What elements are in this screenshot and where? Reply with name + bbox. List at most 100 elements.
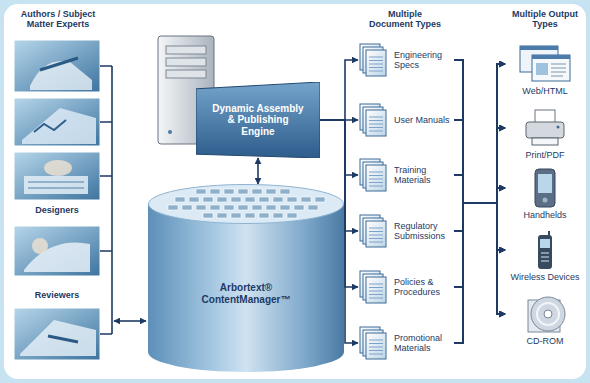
printer-body xyxy=(526,122,564,138)
document-text-line xyxy=(369,242,383,243)
document-text-line xyxy=(369,231,383,232)
authors-bracket xyxy=(114,320,146,322)
cd-disc xyxy=(531,297,565,331)
document-type: Training Materials xyxy=(358,158,454,192)
stored-item xyxy=(217,213,227,218)
node-label: Web/HTML xyxy=(505,86,585,96)
phone-keys xyxy=(541,253,549,261)
role-label: Reviewers xyxy=(14,290,100,300)
cylinder-bottom xyxy=(148,332,344,372)
column-heading: Authors / Subject Matter Experts xyxy=(10,9,106,30)
document-text-line xyxy=(369,182,383,183)
stored-item xyxy=(273,197,283,202)
document-text-line xyxy=(369,175,383,176)
stored-item xyxy=(217,197,227,202)
document-type: Policies & Procedures xyxy=(358,270,454,304)
connector-arrow xyxy=(454,188,505,343)
document-text-line xyxy=(369,238,383,239)
stored-item xyxy=(273,213,283,218)
printer-light xyxy=(557,126,560,129)
connector-arrow xyxy=(320,60,358,120)
document-text-line xyxy=(369,117,383,118)
page-lines xyxy=(551,64,566,76)
document-stack-icon xyxy=(358,270,388,304)
stored-item xyxy=(280,189,290,194)
stored-item xyxy=(266,205,276,210)
stored-item xyxy=(196,205,206,210)
document-stack-icon xyxy=(358,103,388,137)
document-text-line xyxy=(369,124,383,125)
node-label: Handhelds xyxy=(505,210,585,220)
node-label: Engineering Specs xyxy=(394,50,454,71)
stored-item xyxy=(203,213,213,218)
node-label: Wireless Devices xyxy=(505,272,585,282)
authors-bracket xyxy=(100,66,112,334)
role-label: Designers xyxy=(14,205,100,215)
stored-item xyxy=(196,189,206,194)
document-text-line xyxy=(369,186,383,187)
document-text-line xyxy=(369,340,383,341)
server-tower xyxy=(166,70,206,78)
connector-arrow xyxy=(454,64,505,343)
document-page xyxy=(366,165,386,191)
connector-arrow xyxy=(454,203,505,343)
output-type: Handhelds xyxy=(505,168,585,220)
stored-item xyxy=(231,213,241,218)
authors-bracket xyxy=(100,66,146,334)
stored-item xyxy=(224,205,234,210)
document-text-line xyxy=(369,57,383,58)
handheld-screen xyxy=(538,174,552,193)
author-photo xyxy=(28,182,84,188)
stored-item xyxy=(280,205,290,210)
stored-item xyxy=(238,189,248,194)
server-tower xyxy=(168,130,172,134)
cd-shine xyxy=(537,303,559,325)
stored-item xyxy=(189,197,199,202)
web-icon xyxy=(514,44,576,84)
engine-box-fill xyxy=(196,82,320,158)
document-text-line xyxy=(369,284,383,285)
document-stack-icon xyxy=(358,158,388,192)
connector-arrow xyxy=(454,203,505,343)
cylinder-body xyxy=(148,204,344,352)
document-text-line xyxy=(369,291,383,292)
stored-item xyxy=(245,213,255,218)
document-stack-icon xyxy=(358,326,388,360)
document-page xyxy=(366,50,386,76)
document-type: Engineering Specs xyxy=(358,43,454,77)
cylinder-top xyxy=(149,185,344,224)
browser-bar xyxy=(520,46,558,50)
stored-item xyxy=(301,197,311,202)
stored-item xyxy=(245,197,255,202)
document-text-line xyxy=(369,67,383,68)
designer-photo xyxy=(14,226,100,276)
stored-item xyxy=(252,189,262,194)
output-type: Print/PDF xyxy=(505,108,585,160)
reviewer-photo xyxy=(20,320,96,356)
node-label: Arbortext® ContentManager™ xyxy=(148,282,344,305)
stored-item xyxy=(308,205,318,210)
document-text-line xyxy=(369,64,383,65)
author-photo xyxy=(14,40,100,92)
author-photo xyxy=(44,160,72,176)
node-label: User Manuals xyxy=(394,115,450,125)
document-stack-icon xyxy=(358,214,388,248)
output-type: CD-ROM xyxy=(505,294,585,346)
document-page xyxy=(366,221,386,247)
stored-item xyxy=(203,197,213,202)
connector-arrow xyxy=(320,120,358,175)
phone-icon xyxy=(514,230,576,270)
document-text-line xyxy=(369,347,383,348)
connector-arrow xyxy=(454,128,505,343)
document-type: Promotional Materials xyxy=(358,326,454,360)
handheld-body xyxy=(535,169,555,207)
document-page xyxy=(366,333,386,359)
document-text-line xyxy=(369,350,383,351)
document-text-line xyxy=(369,71,383,72)
document-page xyxy=(366,277,386,303)
author-photo xyxy=(24,176,88,194)
phone-screen xyxy=(540,239,550,248)
author-photo xyxy=(14,152,100,200)
output-type: Web/HTML xyxy=(505,44,585,96)
stored-item xyxy=(175,197,185,202)
